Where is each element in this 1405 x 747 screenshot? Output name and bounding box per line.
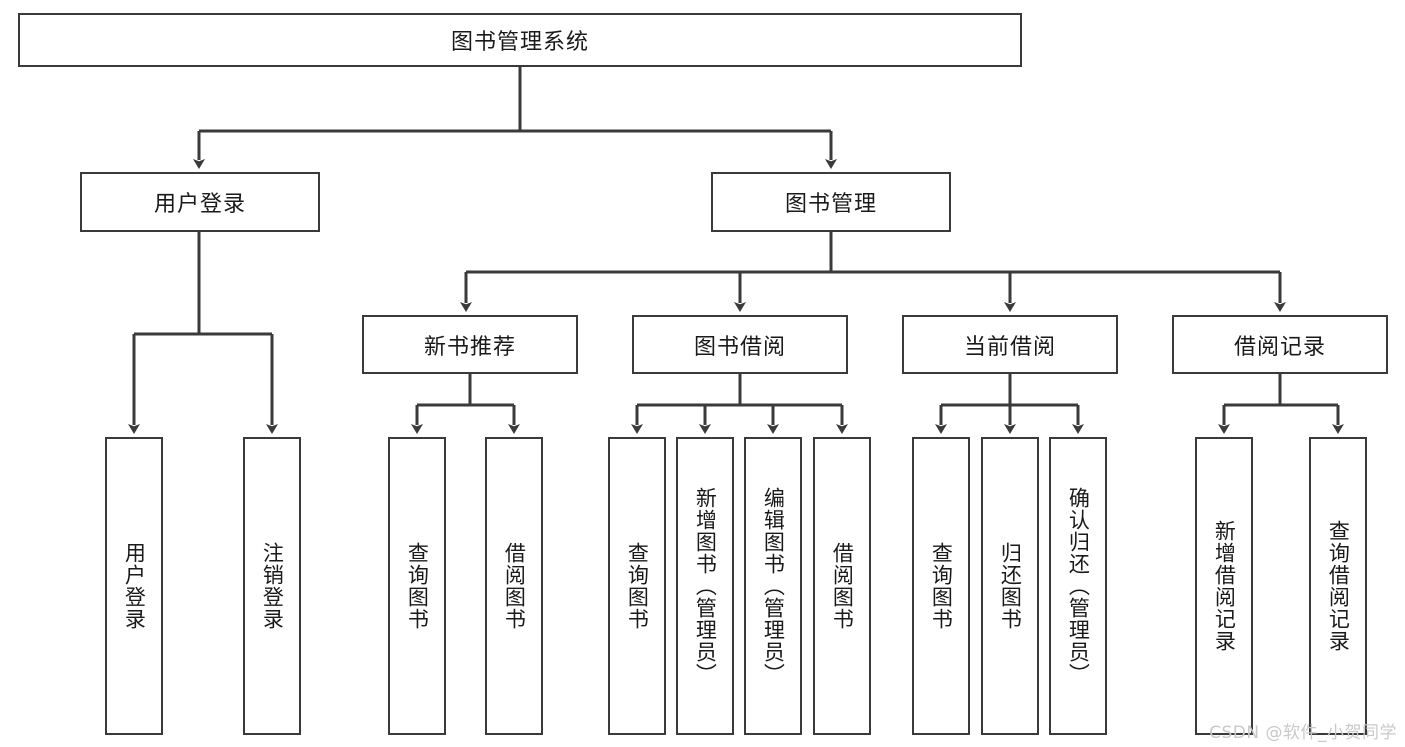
node-user-login[interactable]: 用户登录 [80,172,320,232]
node-root-book-management-system[interactable]: 图书管理系统 [18,13,1022,67]
node-label: 查询图书 [625,542,650,630]
leaf-user-login[interactable]: 用户登录 [105,437,163,735]
node-label: 确认归还（管理员） [1066,487,1091,685]
csdn-watermark: CSDN @软件_小贺同学 [1209,723,1397,743]
node-label: 用户登录 [122,542,147,630]
node-label: 借阅记录 [1233,334,1326,360]
leaf-return-book[interactable]: 归还图书 [981,437,1039,735]
node-label: 新增图书（管理员） [693,487,718,685]
node-label: 编辑图书（管理员） [761,487,786,685]
node-label: 借阅图书 [502,542,527,630]
leaf-logout-login[interactable]: 注销登录 [243,437,301,735]
leaf-query-book-borrow[interactable]: 查询图书 [608,437,666,735]
leaf-query-borrow-record[interactable]: 查询借阅记录 [1309,437,1367,735]
leaf-query-book-recommend[interactable]: 查询图书 [388,437,446,735]
node-label: 借阅图书 [830,542,855,630]
node-label: 新增借阅记录 [1212,520,1237,652]
leaf-borrow-book[interactable]: 借阅图书 [813,437,871,735]
leaf-edit-book-admin[interactable]: 编辑图书（管理员） [744,437,802,735]
node-label: 注销登录 [260,542,285,630]
node-label: 查询图书 [929,542,954,630]
leaf-borrow-book-recommend[interactable]: 借阅图书 [485,437,543,735]
node-label: 查询借阅记录 [1326,520,1351,652]
node-label: 图书管理 [784,192,877,217]
node-label: 图书借阅 [693,334,786,360]
node-book-management[interactable]: 图书管理 [711,172,951,232]
node-borrow-record[interactable]: 借阅记录 [1172,315,1388,374]
node-current-borrow[interactable]: 当前借阅 [902,315,1118,374]
node-label: 归还图书 [998,542,1023,630]
node-label: 用户登录 [153,192,246,217]
node-label: 当前借阅 [963,334,1056,360]
node-new-book-recommend[interactable]: 新书推荐 [362,315,578,374]
leaf-add-book-admin[interactable]: 新增图书（管理员） [676,437,734,735]
node-label: 新书推荐 [423,334,516,360]
leaf-add-borrow-record[interactable]: 新增借阅记录 [1195,437,1253,735]
node-label: 图书管理系统 [450,30,589,55]
node-label: 查询图书 [405,542,430,630]
node-book-borrow[interactable]: 图书借阅 [632,315,848,374]
leaf-query-book-current[interactable]: 查询图书 [912,437,970,735]
leaf-confirm-return-admin[interactable]: 确认归还（管理员） [1049,437,1107,735]
